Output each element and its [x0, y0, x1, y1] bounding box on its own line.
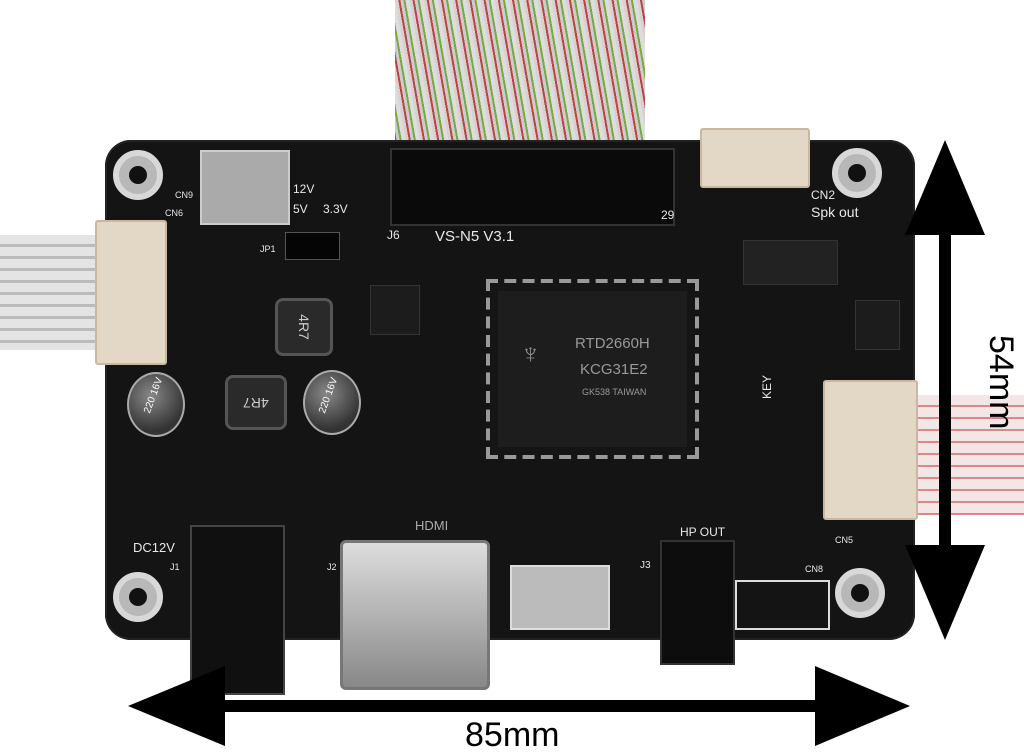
inductor: 4R7	[225, 375, 287, 430]
jumper-jp1[interactable]	[285, 232, 340, 260]
mount-hole	[832, 148, 882, 198]
left-cable	[0, 235, 100, 350]
label-spk-out: Spk out	[811, 204, 859, 220]
label-j6: J6	[387, 228, 400, 242]
ic	[855, 300, 900, 350]
label-cn5: CN5	[835, 535, 854, 545]
pcb-board: J6 VS-N5 V3.1 29 CN2 Spk out CN6 CN9 12V…	[95, 128, 918, 695]
inductor: 4R7	[275, 298, 333, 356]
cn8-header	[735, 580, 830, 630]
mount-hole	[113, 150, 163, 200]
left-connector	[95, 220, 167, 365]
label-cn9: CN9	[175, 190, 194, 200]
label-cn2: CN2	[811, 188, 836, 202]
hdmi-port[interactable]	[340, 540, 490, 690]
label-cn8: CN8	[805, 564, 824, 574]
vertical-arrow	[905, 140, 985, 640]
label-j2: J2	[327, 562, 337, 572]
label-dc12v: DC12V	[133, 540, 175, 555]
mount-hole	[113, 572, 163, 622]
ic	[370, 285, 420, 335]
height-dimension-label: 54mm	[982, 335, 1020, 430]
label-hdmi: HDMI	[415, 518, 449, 533]
chip-part: RTD2660H	[575, 335, 650, 352]
right-cable	[915, 395, 1024, 515]
key-connector	[823, 380, 918, 520]
voltage-regulator	[510, 565, 610, 630]
ic	[743, 240, 838, 285]
mount-hole	[835, 568, 885, 618]
width-dimension-label: 85mm	[465, 716, 560, 754]
label-3v3: 3.3V	[323, 202, 348, 216]
chip-origin: GK538 TAIWAN	[582, 387, 647, 397]
main-chip: RTD2660H KCG31E2 GK538 TAIWAN ♆	[486, 279, 699, 459]
label-hp-out: HP OUT	[680, 525, 726, 539]
lvds-cable	[395, 0, 645, 160]
capacitor	[127, 372, 185, 437]
label-j1: J1	[170, 562, 180, 572]
headphone-jack[interactable]	[660, 540, 735, 665]
dc-power-jack[interactable]	[190, 525, 285, 695]
label-jp1: JP1	[260, 244, 276, 254]
horizontal-arrow	[128, 666, 910, 746]
label-5v: 5V	[293, 202, 308, 216]
speaker-connector	[700, 128, 810, 188]
lvds-header	[390, 148, 675, 226]
regulator	[200, 150, 290, 225]
realtek-logo-icon: ♆	[520, 338, 541, 369]
chip-code: KCG31E2	[580, 361, 648, 378]
label-pin29: 29	[661, 208, 675, 222]
label-12v: 12V	[293, 182, 315, 196]
capacitor	[303, 370, 361, 435]
board-model: VS-N5 V3.1	[435, 228, 515, 245]
label-cn6: CN6	[165, 208, 184, 218]
label-j3: J3	[640, 560, 651, 571]
